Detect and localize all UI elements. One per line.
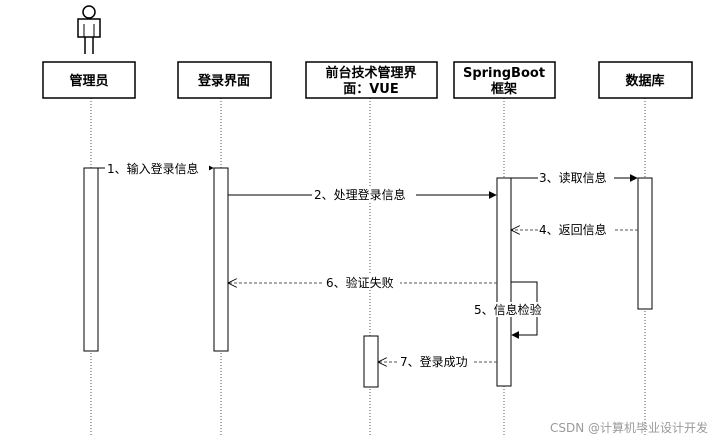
participant-login: 登录界面 — [177, 61, 272, 99]
participant-frontend: 前台技术管理界 面：VUE — [305, 61, 438, 99]
message-6: 6、验证失败 — [229, 275, 497, 290]
participant-db: 数据库 — [598, 61, 693, 99]
message-4-label: 4、返回信息 — [539, 222, 607, 237]
participant-frontend-label-line1: 前台技术管理界 — [325, 65, 416, 81]
message-6-label: 6、验证失败 — [326, 275, 394, 290]
message-7-label: 7、登录成功 — [400, 354, 468, 369]
activation-spring — [496, 177, 512, 387]
participant-admin: 管理员 — [42, 61, 136, 99]
message-5: 5、信息检验 — [472, 281, 546, 339]
activation-admin — [83, 167, 99, 352]
participant-login-label: 登录界面 — [197, 73, 250, 89]
message-2-label: 2、处理登录信息 — [314, 187, 406, 202]
message-3: 3、读取信息 — [511, 170, 638, 185]
activation-frontend — [363, 335, 379, 388]
participant-spring-label-line1: SpringBoot — [463, 66, 545, 81]
message-4: 4、返回信息 — [512, 222, 638, 237]
message-1: 1、输入登录信息 — [98, 160, 214, 176]
activation-login — [213, 167, 229, 352]
message-7: 7、登录成功 — [379, 354, 497, 369]
participant-admin-label: 管理员 — [69, 73, 108, 89]
participant-frontend-label-line2: 面：VUE — [343, 82, 399, 97]
participant-spring-label-line2: 框架 — [491, 81, 517, 97]
person-icon — [77, 5, 101, 54]
watermark: CSDN @计算机毕业设计开发 — [550, 420, 708, 435]
message-5-label: 5、信息检验 — [474, 302, 542, 317]
message-2: 2、处理登录信息 — [228, 187, 497, 202]
message-1-label: 1、输入登录信息 — [107, 161, 199, 176]
message-3-label: 3、读取信息 — [539, 170, 607, 185]
participant-spring: SpringBoot 框架 — [453, 61, 556, 99]
participant-db-label: 数据库 — [625, 73, 664, 89]
activation-db — [637, 177, 653, 310]
